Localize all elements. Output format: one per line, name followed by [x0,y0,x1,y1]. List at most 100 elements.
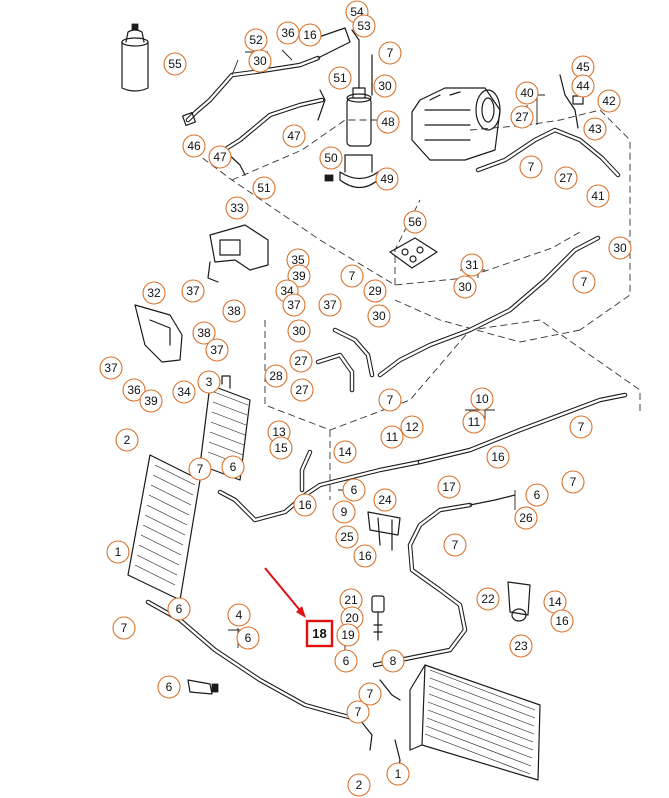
callout-39: 39 [139,389,163,413]
part-number: 2 [356,778,363,792]
part-number: 6 [351,483,358,497]
callout-2: 2 [115,428,139,452]
callout-ring [378,41,402,65]
part-number: 53 [357,19,371,33]
callout-20: 20 [340,606,364,630]
part-number: 26 [519,511,533,525]
part-number: 27 [515,110,529,124]
part-number: 4 [236,608,243,622]
part-number: 36 [127,383,141,397]
callout-1: 1 [106,540,130,564]
callout-33: 33 [225,196,249,220]
callout-28: 28 [264,364,288,388]
callout-ring [318,293,342,317]
callout-ring [181,279,205,303]
callout-ring [287,319,311,343]
callout-ring [225,196,249,220]
part-number: 7 [578,420,585,434]
part-number: 37 [186,284,200,298]
callout-ring [289,349,313,373]
callout-ring [586,184,610,208]
callout-6: 6 [342,478,366,502]
highlighted-callout[interactable]: 18 [264,567,334,648]
part-number: 51 [333,71,347,85]
callout-2: 2 [347,773,371,797]
mounting-pad [389,237,438,269]
part-number: 16 [358,549,372,563]
callout-15: 15 [269,436,293,460]
part-number: 24 [378,493,392,507]
callout-ring [373,488,397,512]
callout-ring [172,380,196,404]
callout-ring [188,457,212,481]
callout-ring [400,415,424,439]
callout-44: 44 [571,74,595,98]
part-number: 6 [176,602,183,616]
callout-ring [437,475,461,499]
callout-17: 17 [437,475,461,499]
callout-37: 37 [181,279,205,303]
part-number: 16 [491,450,505,464]
callout-27: 27 [290,378,314,402]
part-number: 37 [323,298,337,312]
part-number: 2 [124,433,131,447]
callout-23: 23 [509,634,533,658]
callout-ring [282,293,306,317]
part-number: 15 [274,441,288,455]
part-number: 21 [344,593,358,607]
part-number: 44 [576,79,590,93]
callout-ring [460,253,484,277]
callout-ring [386,762,410,786]
part-number: 20 [345,611,359,625]
part-number: 37 [104,361,118,375]
callout-ring [525,483,549,507]
callout-ring [583,117,607,141]
callout-12: 12 [400,415,424,439]
part-number: 35 [291,253,305,267]
callout-11: 11 [380,425,404,449]
part-number: 31 [465,258,479,272]
callout-ring [342,478,366,502]
compressor [411,87,501,161]
callout-ring [332,500,356,524]
callout-19: 19 [336,623,360,647]
part-number: 49 [380,172,394,186]
callout-7: 7 [378,388,402,412]
part-number: 6 [230,460,237,474]
part-number: 7 [528,160,535,174]
callout-ring [358,682,382,706]
callout-6: 6 [157,675,181,699]
callout-ring [515,81,539,105]
part-number: 37 [287,298,301,312]
part-number: 7 [121,621,128,635]
callout-51: 51 [328,66,352,90]
part-number: 27 [295,383,309,397]
callout-16: 16 [486,445,510,469]
callout-7: 7 [569,415,593,439]
callout-38: 38 [192,321,216,345]
receiver-drier [346,29,373,147]
callout-43: 43 [583,117,607,141]
part-number: 7 [570,475,577,489]
part-number: 27 [294,354,308,368]
part-number: 45 [576,60,590,74]
callout-7: 7 [443,533,467,557]
callout-ring [554,166,578,190]
part-number: 41 [591,189,605,203]
callout-ring [222,299,246,323]
callout-ring [367,304,391,328]
part-number: 14 [548,595,562,609]
part-number: 30 [613,241,627,255]
callout-7: 7 [358,682,382,706]
callout-49: 49 [375,167,399,191]
part-number: 47 [287,129,301,143]
part-number: 30 [372,309,386,323]
highlight-box [305,619,334,648]
part-number: 16 [303,28,317,42]
callout-30: 30 [367,304,391,328]
callout-ring [453,275,477,299]
part-number: 39 [292,269,306,283]
part-number: 30 [458,280,472,294]
part-number: 3 [206,375,213,389]
